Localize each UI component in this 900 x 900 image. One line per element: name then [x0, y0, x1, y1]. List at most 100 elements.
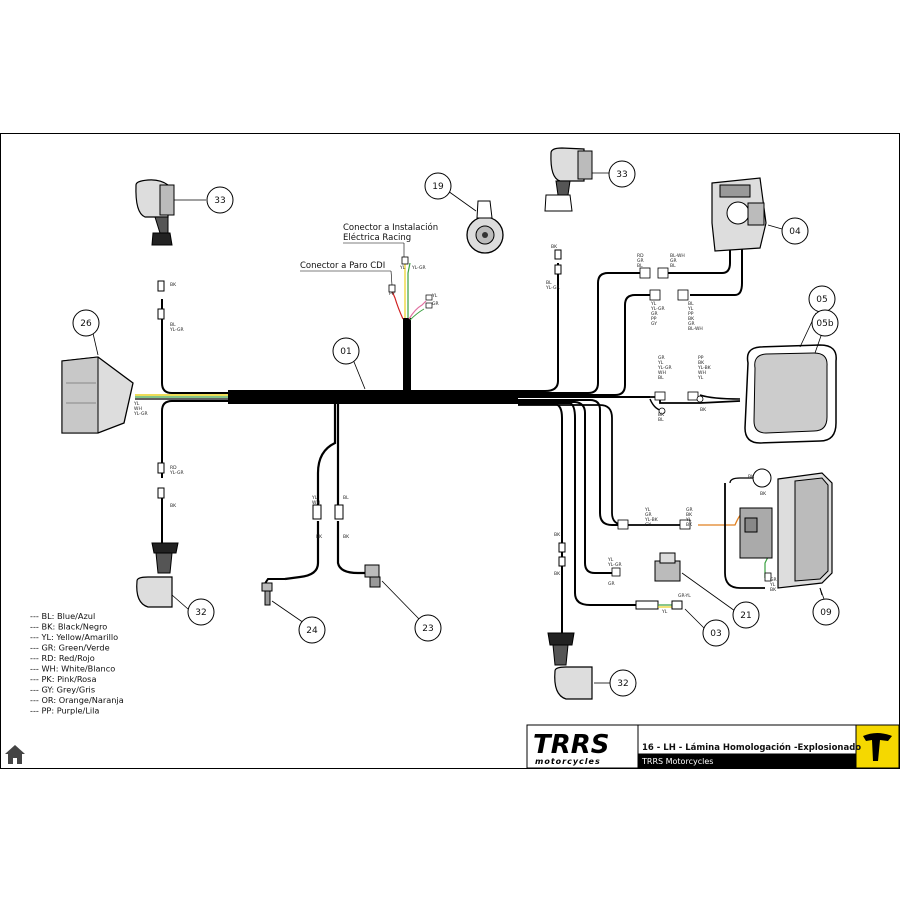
- sheet-title: 16 - LH - Lámina Homologación -Explosion…: [642, 742, 861, 753]
- svg-text:YL: YL: [431, 293, 438, 299]
- callout-text: 04: [789, 227, 801, 237]
- svg-text:YL: YL: [644, 507, 651, 513]
- svg-text:--- PK: Pink/Rosa: --- PK: Pink/Rosa: [30, 674, 96, 684]
- callout-05b: [811, 309, 839, 337]
- svg-text:BK: BK: [686, 512, 693, 518]
- svg-text:GR-YL: GR-YL: [678, 593, 691, 599]
- callout-04: [781, 217, 809, 245]
- racing-connector: [401, 256, 409, 265]
- trrs-logo-subtitle: motorcycles: [535, 757, 601, 766]
- label-conector-racing: Conector a Instalación: [343, 222, 438, 233]
- svg-text:--- OR: Orange/Naranja: --- OR: Orange/Naranja: [30, 695, 124, 705]
- svg-text:BK: BK: [658, 412, 665, 418]
- svg-text:PP: PP: [688, 311, 694, 317]
- callout-text: 05: [816, 295, 827, 305]
- svg-text:BK: BK: [551, 244, 558, 250]
- svg-text:BK: BK: [316, 534, 323, 540]
- label-conector-paro: Conector a Paro CDI: [300, 261, 385, 271]
- svg-text:YL-BK: YL-BK: [644, 517, 659, 523]
- callout-text: 05b: [816, 319, 833, 329]
- home-button[interactable]: [2, 741, 28, 767]
- svg-text:BK: BK: [748, 474, 755, 480]
- svg-text:BL: BL: [658, 417, 664, 423]
- svg-text:YL: YL: [685, 517, 692, 523]
- title-block: TRRS motorcycles 16 - LH - Lámina Homolo…: [526, 724, 900, 769]
- speedometer: [744, 344, 837, 444]
- callout-text: 09: [820, 608, 832, 618]
- callout-01: [332, 337, 360, 365]
- svg-text:YL: YL: [769, 582, 776, 588]
- callout-text: 01: [340, 347, 351, 357]
- svg-text:GR: GR: [645, 512, 652, 518]
- svg-text:BL: BL: [688, 301, 694, 307]
- svg-text:BK: BK: [170, 503, 177, 509]
- callout-text: 33: [616, 170, 627, 180]
- svg-text:BK: BK: [686, 522, 693, 528]
- turn-signal-front-right: [544, 147, 593, 275]
- callout-text: 23: [422, 624, 433, 634]
- callout-32-bottom-left: [187, 598, 215, 626]
- svg-text:YL-GR: YL-GR: [133, 411, 148, 417]
- svg-text:RD: RD: [637, 253, 644, 259]
- svg-text:BL: BL: [670, 263, 676, 269]
- svg-text:YL: YL: [607, 557, 614, 563]
- svg-text:BL-WH: BL-WH: [688, 326, 703, 332]
- svg-text:YL: YL: [399, 265, 406, 271]
- svg-text:--- WH: White/Blanco: --- WH: White/Blanco: [30, 664, 115, 674]
- callout-26: [72, 309, 100, 337]
- svg-text:PP: PP: [698, 355, 704, 361]
- svg-text:YL: YL: [687, 306, 694, 312]
- svg-text:--- GY: Grey/Gris: --- GY: Grey/Gris: [30, 685, 95, 695]
- svg-text:BK: BK: [688, 316, 695, 322]
- svg-text:--- GR: Green/Verde: --- GR: Green/Verde: [30, 643, 110, 653]
- wire-tags: BK BL YL-GR RD YL-GR BK YL WH YL-GR YL Y…: [133, 244, 777, 615]
- svg-text:BK: BK: [700, 407, 707, 413]
- svg-text:BL: BL: [658, 375, 664, 381]
- svg-text:YL: YL: [650, 301, 657, 307]
- svg-text:BL: BL: [343, 495, 349, 501]
- svg-text:GY: GY: [651, 321, 657, 327]
- svg-text:YL-GR: YL-GR: [650, 306, 665, 312]
- callout-03: [702, 619, 730, 647]
- svg-text:GR: GR: [637, 258, 644, 264]
- svg-text:BK: BK: [698, 360, 705, 366]
- callout-text: 21: [740, 611, 751, 621]
- svg-text:BL: BL: [637, 263, 643, 269]
- svg-text:WH: WH: [698, 370, 706, 376]
- trrs-t-logo-icon: [863, 733, 892, 761]
- callout-33-top-left: [206, 186, 234, 214]
- svg-text:YL: YL: [657, 360, 664, 366]
- svg-text:GR: GR: [432, 301, 439, 307]
- callout-text: 33: [214, 196, 225, 206]
- svg-text:--- PP: Purple/Lila: --- PP: Purple/Lila: [30, 706, 99, 716]
- svg-text:--- BL: Blue/Azul: --- BL: Blue/Azul: [30, 611, 95, 621]
- svg-text:BL: BL: [546, 280, 552, 286]
- label-conector-racing-2: Eléctrica Racing: [343, 232, 411, 243]
- svg-text:YL-GR: YL-GR: [411, 265, 426, 271]
- svg-text:BK: BK: [770, 587, 777, 593]
- svg-text:WH: WH: [134, 406, 142, 412]
- svg-text:GR: GR: [770, 577, 777, 583]
- home-icon: [2, 741, 28, 767]
- svg-text:BK: BK: [170, 282, 177, 288]
- svg-text:YL: YL: [661, 609, 668, 615]
- svg-text:GR: GR: [688, 321, 695, 327]
- svg-text:PP: PP: [651, 316, 657, 322]
- turn-signal-rear-left: [136, 462, 179, 608]
- sensor-03: [635, 600, 683, 610]
- callout-text: 32: [617, 679, 628, 689]
- svg-text:YL: YL: [311, 495, 318, 501]
- company-name: TRRS Motorcycles: [641, 757, 713, 766]
- callout-19: [424, 172, 452, 200]
- callout-text: 24: [306, 626, 318, 636]
- headlight: [61, 356, 134, 434]
- sensor-24: [261, 504, 322, 606]
- sensor-23: [334, 504, 381, 588]
- callout-text: 03: [710, 629, 721, 639]
- svg-text:--- YL: Yellow/Amarillo: --- YL: Yellow/Amarillo: [30, 632, 118, 642]
- svg-text:YL-GR: YL-GR: [545, 285, 560, 291]
- callout-32-bottom-right: [609, 669, 637, 697]
- svg-text:WH: WH: [312, 500, 320, 506]
- callout-text: 19: [432, 182, 444, 192]
- svg-text:YL-GR: YL-GR: [657, 365, 672, 371]
